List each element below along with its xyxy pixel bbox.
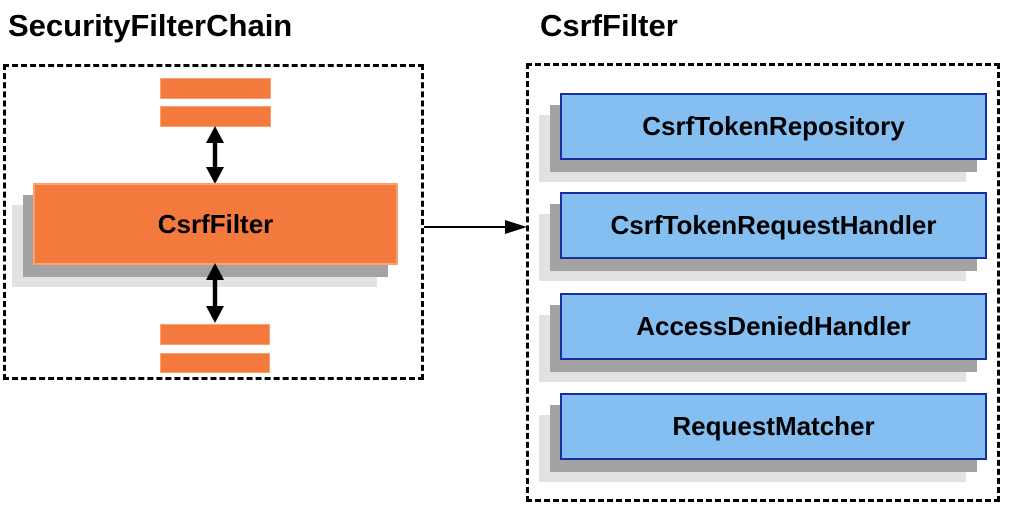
csrf-filter-box: CsrfFilter [12, 183, 398, 287]
component-box-request-matcher: RequestMatcher [539, 393, 987, 482]
filter-chain-bar [160, 324, 270, 345]
csrf-filter-group [526, 63, 1000, 502]
double-arrow-icon [206, 263, 224, 323]
component-label: CsrfTokenRepository [560, 93, 987, 160]
csrf-filter-box-label: CsrfFilter [33, 183, 398, 265]
component-box-csrf-token-repository: CsrfTokenRepository [539, 93, 987, 182]
csrf-filter-title: CsrfFilter [540, 8, 678, 43]
right-arrow-icon [424, 220, 527, 234]
component-label: CsrfTokenRequestHandler [560, 192, 987, 259]
filter-chain-bar [160, 78, 271, 99]
component-label: AccessDeniedHandler [560, 293, 987, 360]
security-filter-chain-group [3, 64, 424, 380]
security-filter-chain-title: SecurityFilterChain [8, 8, 293, 43]
component-box-csrf-token-request-handler: CsrfTokenRequestHandler [539, 192, 987, 281]
component-label: RequestMatcher [560, 393, 987, 460]
filter-chain-bar [160, 106, 271, 127]
double-arrow-icon [206, 126, 224, 184]
component-box-access-denied-handler: AccessDeniedHandler [539, 293, 987, 382]
filter-chain-bar [160, 353, 270, 373]
